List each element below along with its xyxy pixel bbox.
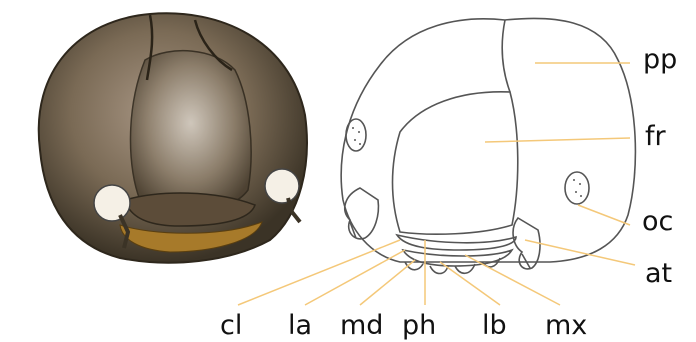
label-fr: fr — [645, 123, 666, 150]
drawing-ocellus-left-dots — [352, 128, 361, 144]
label-at: at — [645, 260, 672, 287]
drawing-ocellus-left — [346, 119, 366, 151]
label-mx: mx — [545, 312, 587, 339]
leader-line-fr — [485, 138, 630, 142]
drawing-ocellus-right — [565, 172, 589, 204]
label-oc: oc — [642, 208, 673, 235]
drawing-epicranial-suture — [502, 20, 510, 92]
label-md: md — [340, 312, 383, 339]
drawing-ocellus-right-dots — [573, 180, 582, 196]
drawing-clypeus — [397, 235, 516, 250]
label-cl: cl — [220, 312, 242, 339]
label-pp: pp — [643, 46, 677, 73]
drawing-frons-outline — [393, 92, 518, 234]
photo-ocellus-left — [94, 185, 130, 221]
drawing-head-outline — [341, 18, 635, 262]
label-lb: lb — [482, 312, 507, 339]
head-photo — [39, 13, 307, 262]
label-ph: ph — [402, 312, 436, 339]
drawing-labrum — [403, 250, 512, 266]
leader-line-oc — [578, 205, 630, 225]
photo-ocellus-right — [265, 169, 299, 203]
leader-line-md — [360, 260, 415, 305]
label-la: la — [288, 312, 312, 339]
drawing-antenna-left — [345, 188, 379, 239]
head-line-drawing — [341, 18, 635, 273]
leader-line-cl — [238, 240, 400, 305]
